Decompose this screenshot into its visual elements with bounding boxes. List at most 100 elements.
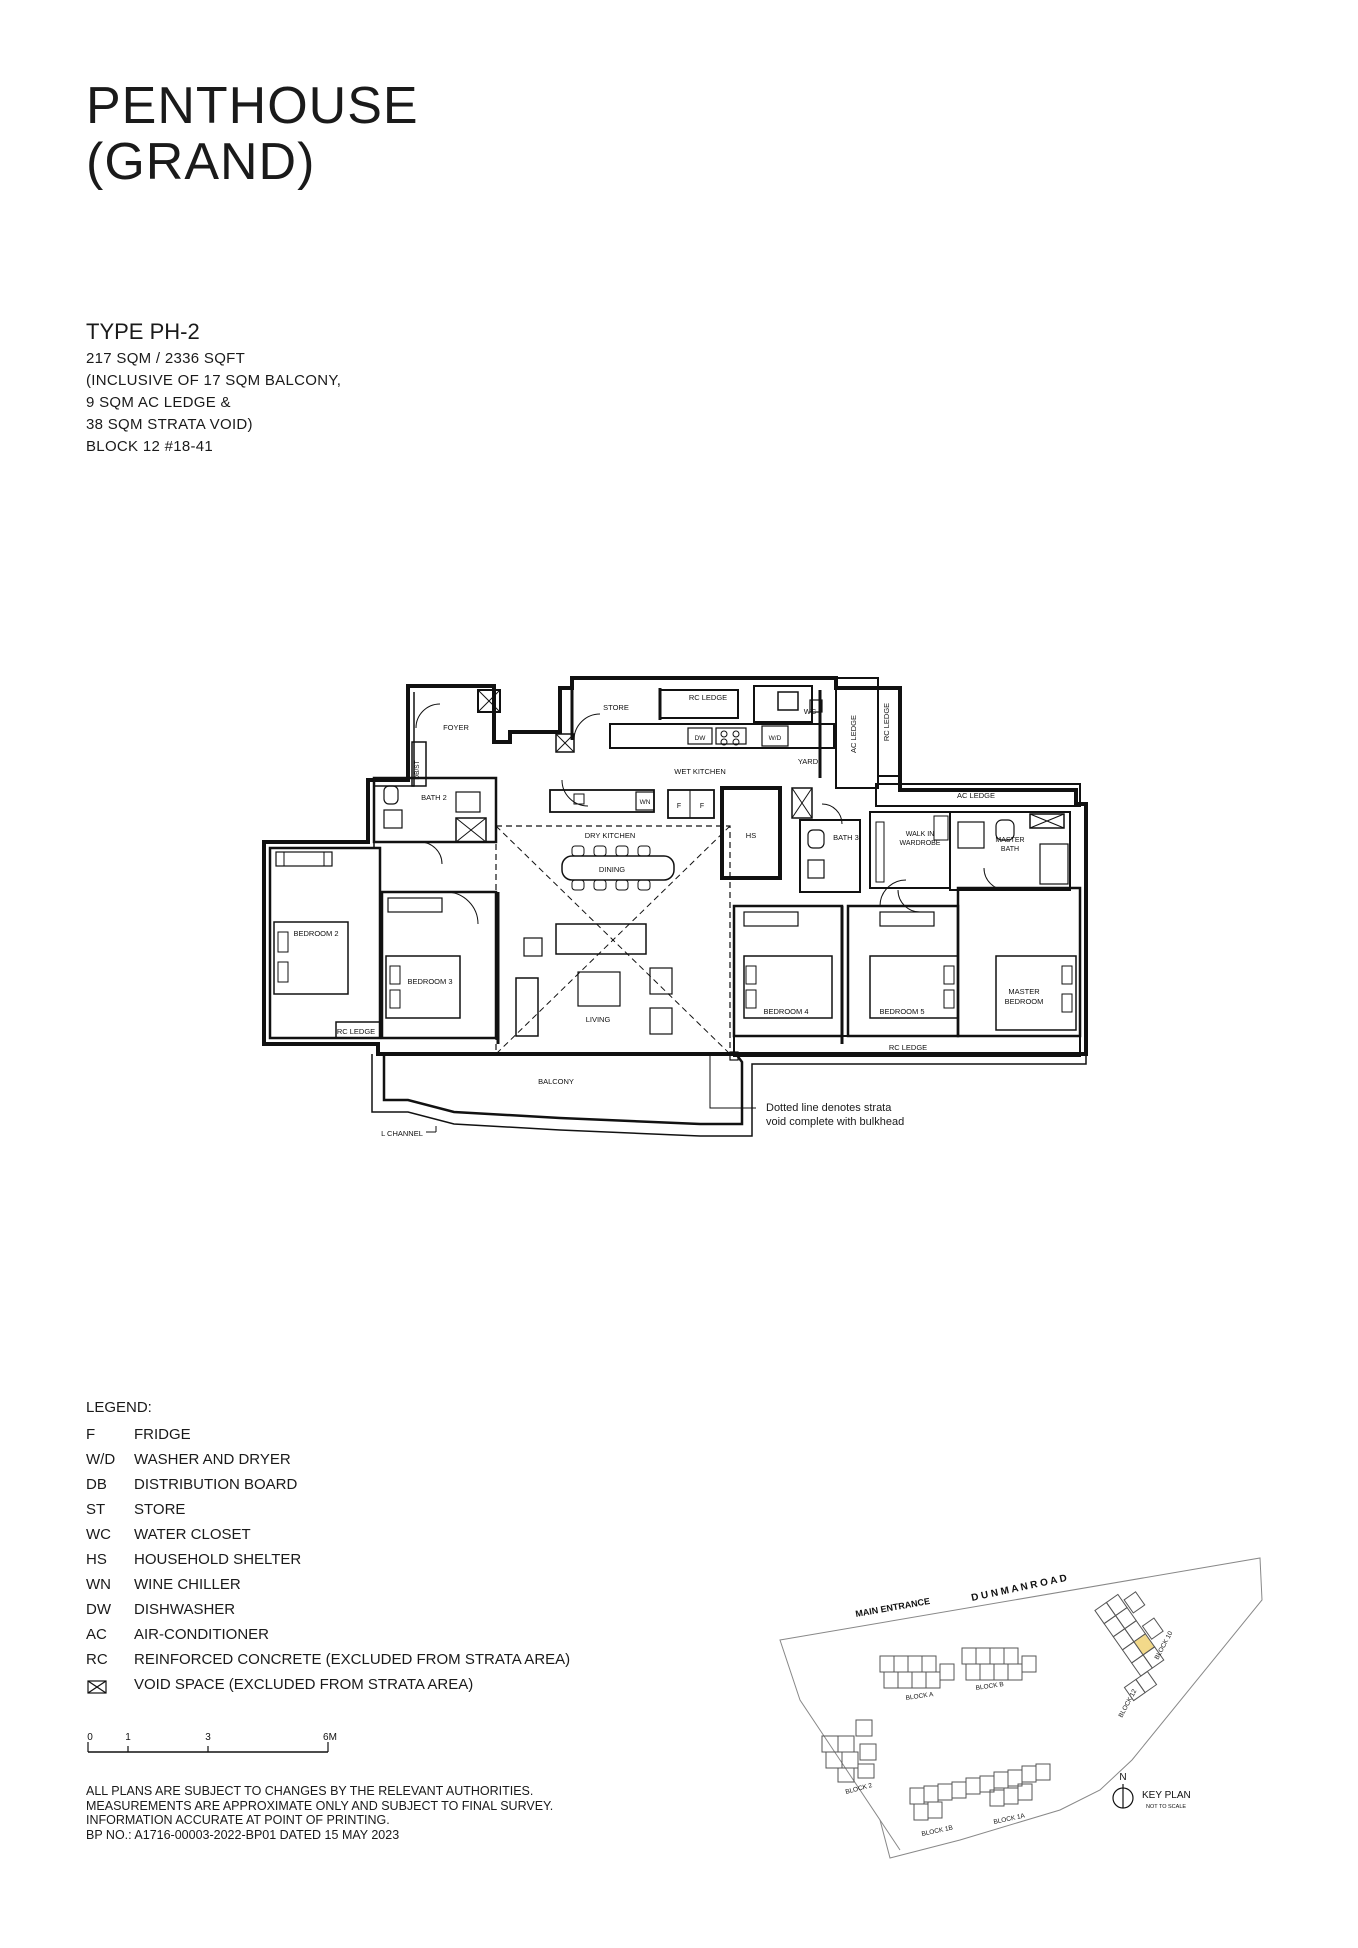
scale-tick-3: 3 — [205, 1732, 211, 1743]
dining-label: DINING — [599, 865, 625, 874]
legend-title: LEGEND: — [86, 1399, 152, 1416]
bath2-room — [372, 776, 498, 844]
legend-abbr: AC — [86, 1626, 107, 1643]
legend-item: RC REINFORCED CONCRETE (EXCLUDED FROM ST… — [86, 1647, 570, 1672]
key-main-entrance: MAIN ENTRANCE — [855, 1596, 931, 1619]
disclaimer-notes: ALL PLANS ARE SUBJECT TO CHANGES BY THE … — [86, 1784, 553, 1842]
scale-tick-1: 1 — [125, 1732, 131, 1743]
store-label: STORE — [603, 703, 629, 712]
balcony-label: BALCONY — [538, 1077, 574, 1086]
rc-ledge-bottom-label: RC LEDGE — [889, 1043, 927, 1052]
exterior-wall — [262, 676, 1088, 1056]
key-block-1b: BLOCK 1B — [921, 1824, 954, 1837]
legend-abbr: WC — [86, 1526, 111, 1543]
unit-type: TYPE PH-2 — [86, 319, 200, 344]
legend-abbr: DB — [86, 1476, 107, 1493]
block-a-cluster — [879, 1655, 955, 1689]
unit-inclusive-1: (INCLUSIVE OF 17 SQM BALCONY, — [86, 372, 342, 389]
legend-item: ST STORE — [86, 1497, 570, 1522]
title-line-1: PENTHOUSE — [86, 77, 419, 135]
master-bath-label-2: BATH — [1001, 846, 1019, 853]
key-plan — [779, 1557, 1263, 1859]
walk-in-wardrobe-label-2: WARDROBE — [900, 840, 941, 847]
foyer-label: FOYER — [443, 723, 469, 732]
legend-desc: DISTRIBUTION BOARD — [134, 1476, 298, 1493]
sofa — [555, 923, 647, 955]
legend-desc: FRIDGE — [134, 1426, 191, 1443]
key-block-10: BLOCK 10 — [1154, 1630, 1175, 1661]
title-line-2: (GRAND) — [86, 133, 316, 191]
legend-desc: AIR-CONDITIONER — [134, 1626, 269, 1643]
note-line-3: INFORMATION ACCURATE AT POINT OF PRINTIN… — [86, 1813, 390, 1827]
legend-abbr: HS — [86, 1551, 107, 1568]
key-block-12: BLOCK 12 — [1118, 1688, 1139, 1719]
legend-item-void: VOID SPACE (EXCLUDED FROM STRATA AREA) — [86, 1672, 570, 1697]
wet-kitchen-label: WET KITCHEN — [674, 767, 726, 776]
key-block-a: BLOCK A — [905, 1691, 934, 1702]
block-1-cluster — [909, 1763, 1051, 1821]
page-title: PENTHOUSE (GRAND) — [86, 78, 419, 190]
key-block-2: BLOCK 2 — [845, 1782, 874, 1796]
highlighted-unit — [1133, 1633, 1156, 1656]
wn-label: WN — [640, 799, 651, 806]
legend-desc: WINE CHILLER — [134, 1576, 241, 1593]
bedroom5-room — [846, 904, 960, 1038]
note-line-1: ALL PLANS ARE SUBJECT TO CHANGES BY THE … — [86, 1784, 534, 1798]
rc-ledge-left — [335, 1021, 381, 1039]
strata-void-area — [495, 825, 731, 1055]
legend-abbr: RC — [86, 1651, 108, 1668]
master-bath-label-1: MASTER — [995, 837, 1024, 844]
note-line-2: MEASUREMENTS ARE APPROXIMATE ONLY AND SU… — [86, 1798, 554, 1813]
rc-ledge-bottom — [733, 1035, 1081, 1057]
walk-in-wardrobe — [869, 811, 951, 889]
fridge-label-1: F — [677, 803, 681, 810]
key-plan-title: KEY PLAN — [1142, 1790, 1191, 1801]
block-b-cluster — [961, 1647, 1037, 1681]
legend-desc: REINFORCED CONCRETE (EXCLUDED FROM STRAT… — [134, 1651, 571, 1668]
hs-label: HS — [746, 831, 756, 840]
dining-table — [561, 855, 675, 881]
bedroom4-label: BEDROOM 4 — [763, 1007, 808, 1016]
legend-item: HS HOUSEHOLD SHELTER — [86, 1547, 570, 1572]
bath3-room — [799, 819, 861, 893]
rc-ledge-left-label: RC LEDGE — [337, 1027, 375, 1036]
legend-abbr: F — [86, 1426, 96, 1443]
household-shelter — [720, 786, 782, 880]
rc-ledge-vertical-label: RC LEDGE — [882, 703, 891, 741]
key-road-name: D U N M A N R O A D — [970, 1573, 1068, 1604]
dry-kitchen-label: DRY KITCHEN — [585, 831, 636, 840]
wc-label: WC — [804, 707, 817, 716]
master-bedroom-room — [956, 886, 1082, 1038]
living-label: LIVING — [586, 1015, 611, 1024]
strata-note-line-2: void complete with bulkhead — [766, 1116, 905, 1128]
note-line-4: BP NO.: A1716-00003-2022-BP01 DATED 15 M… — [86, 1827, 400, 1842]
bedroom2-label: BEDROOM 2 — [293, 929, 338, 938]
block-2-cluster — [821, 1719, 877, 1783]
fridge-label-2: F — [700, 803, 704, 810]
ac-ledge-vertical-label: AC LEDGE — [849, 715, 858, 753]
legend-item: DB DISTRIBUTION BOARD — [86, 1472, 570, 1497]
balcony-outline — [382, 1053, 744, 1126]
bedroom3-label: BEDROOM 3 — [407, 977, 452, 986]
legend-desc: HOUSEHOLD SHELTER — [134, 1551, 302, 1568]
wd-label: W/D — [769, 735, 782, 742]
bedroom5-label: BEDROOM 5 — [879, 1007, 924, 1016]
dw-label: DW — [695, 735, 707, 742]
legend-abbr: WN — [86, 1576, 111, 1593]
key-north-label: N — [1119, 1772, 1126, 1783]
legend-abbr: ST — [86, 1501, 106, 1518]
unit-block: BLOCK 12 #18-41 — [86, 438, 214, 455]
legend-item: DW DISHWASHER — [86, 1597, 570, 1622]
yard-label: YARD — [798, 757, 819, 766]
legend-desc: DISHWASHER — [134, 1601, 236, 1618]
legend-item: AC AIR-CONDITIONER — [86, 1622, 570, 1647]
key-block-1a: BLOCK 1A — [993, 1812, 1026, 1826]
l-channel-label: L CHANNEL — [381, 1129, 423, 1138]
bedroom3-room — [380, 890, 498, 1040]
unit-inclusive-2: 9 SQM AC LEDGE & — [86, 394, 231, 411]
db-st-cupboard — [411, 741, 427, 787]
legend-desc: WASHER AND DRYER — [134, 1451, 291, 1468]
legend-desc: STORE — [134, 1501, 186, 1518]
legend-item: WN WINE CHILLER — [86, 1572, 570, 1597]
ac-ledge-vertical-box — [835, 677, 879, 789]
